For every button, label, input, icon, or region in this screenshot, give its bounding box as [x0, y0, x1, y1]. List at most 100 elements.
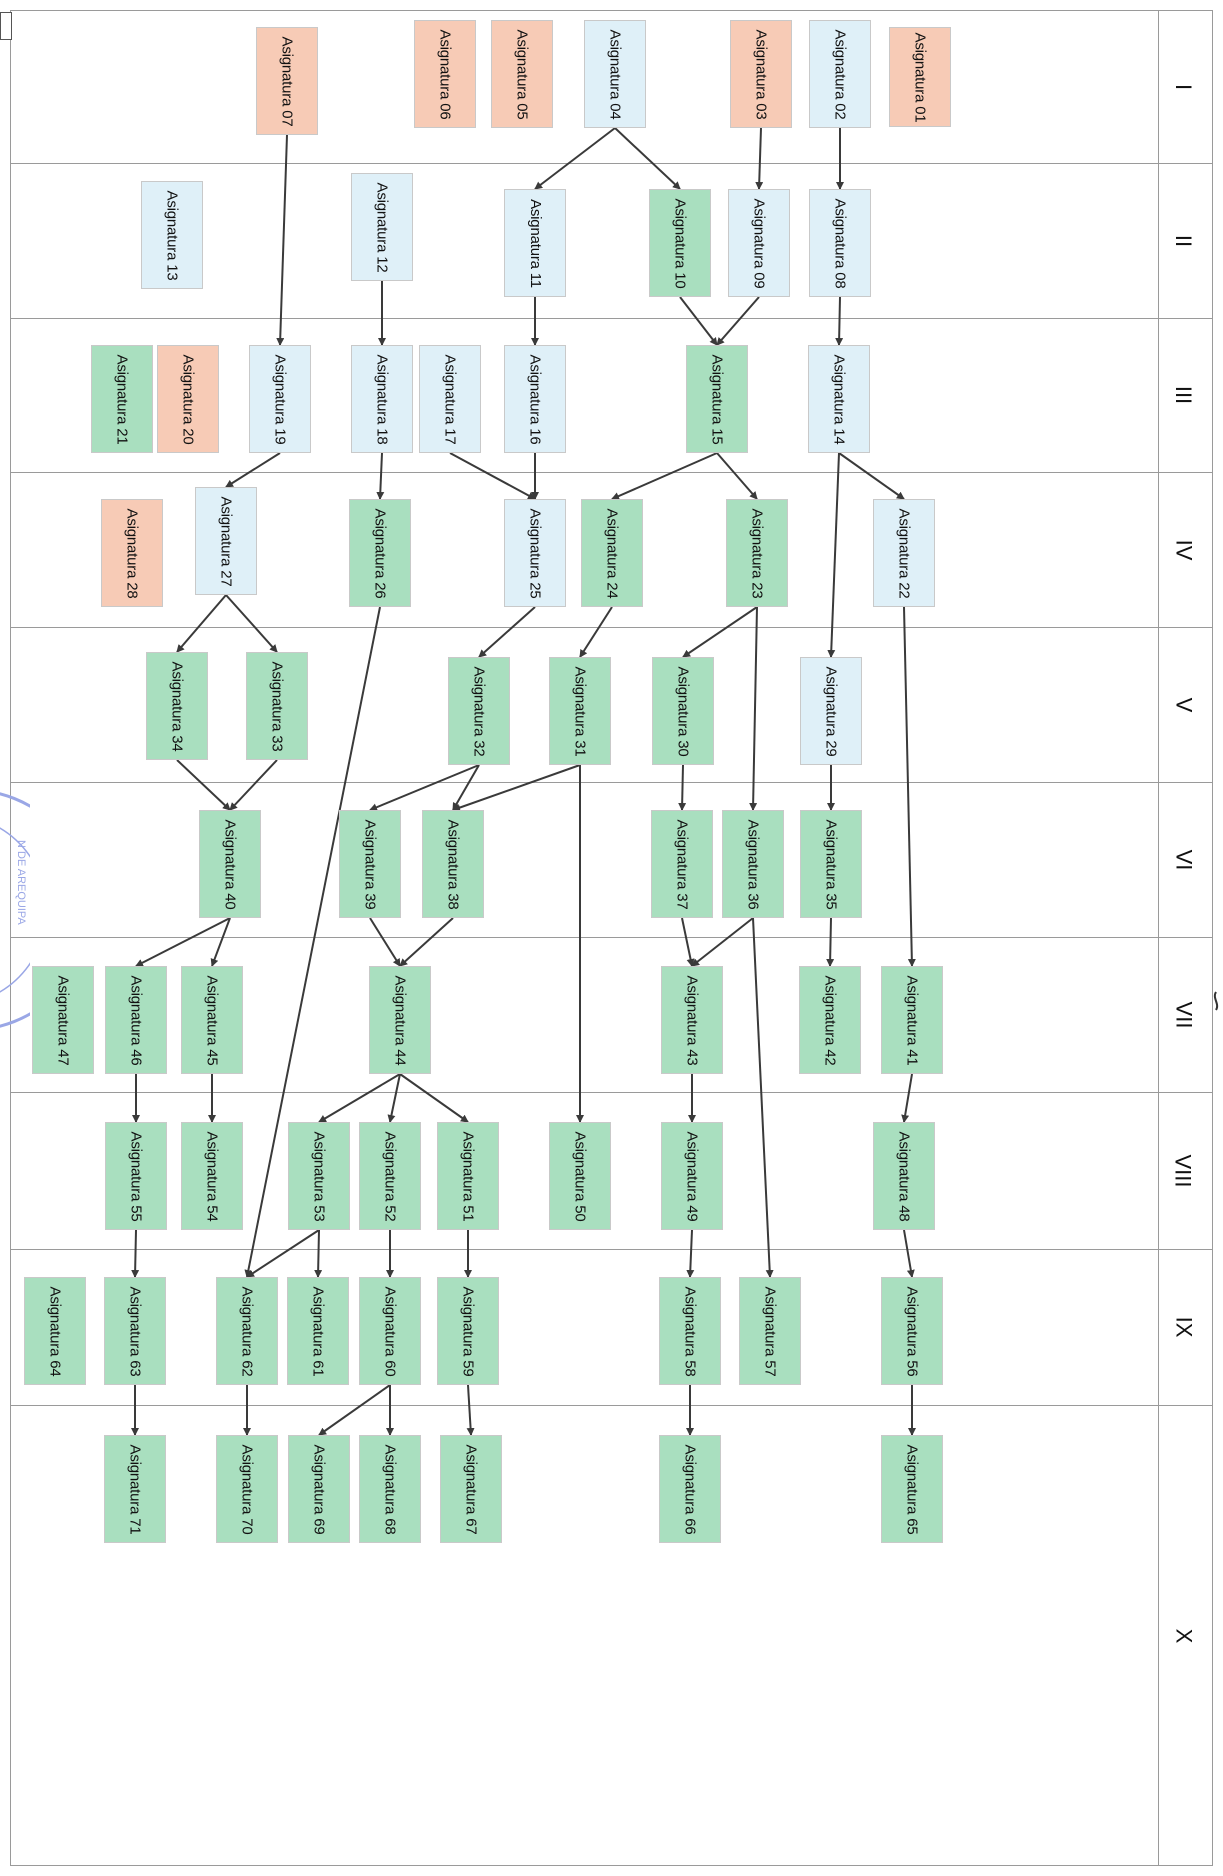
arrow-48-to-56 — [903, 1229, 915, 1278]
subject-label: Asignatura 22 — [895, 508, 913, 598]
arrow-32-to-39 — [369, 764, 480, 812]
subject-box-36: Asignatura 36 — [722, 810, 784, 918]
subject-box-23: Asignatura 23 — [726, 499, 788, 607]
subject-label: Asignatura 04 — [606, 29, 624, 119]
subject-box-03: Asignatura 03 — [730, 20, 792, 128]
subject-label: Asignatura 15 — [708, 354, 726, 444]
arrow-36-to-57 — [752, 917, 774, 1278]
subject-label: Asignatura 49 — [683, 1131, 701, 1221]
arrow-18-to-26 — [376, 452, 385, 500]
arrow-30-to-37 — [678, 764, 687, 811]
semester-divider — [10, 937, 1213, 938]
subject-label: Asignatura 05 — [513, 29, 531, 119]
arrow-55-to-63 — [131, 1229, 140, 1278]
subject-box-13: Asignatura 13 — [141, 181, 203, 289]
semester-divider — [10, 318, 1213, 319]
arrow-24-to-31 — [579, 606, 613, 658]
subject-box-45: Asignatura 45 — [181, 966, 243, 1074]
subject-box-66: Asignatura 66 — [659, 1435, 721, 1543]
subject-box-20: Asignatura 20 — [157, 345, 219, 453]
subject-label: Asignatura 02 — [831, 29, 849, 119]
arrow-60-to-69 — [318, 1384, 391, 1436]
arrow-19-to-27 — [225, 452, 281, 488]
arrow-04-to-11 — [534, 127, 616, 190]
stamp-text: N DE AREQUIPA — [15, 840, 27, 925]
subject-box-61: Asignatura 61 — [287, 1277, 349, 1385]
arrow-37-to-43 — [681, 917, 695, 967]
subject-box-05: Asignatura 05 — [491, 20, 553, 128]
subject-label: Asignatura 24 — [603, 508, 621, 598]
subject-label: Asignatura 08 — [831, 198, 849, 288]
subject-box-15: Asignatura 15 — [686, 345, 748, 453]
subject-box-37: Asignatura 37 — [651, 810, 713, 918]
subject-box-11: Asignatura 11 — [504, 189, 566, 297]
subject-label: Asignatura 53 — [310, 1131, 328, 1221]
arrow-23-to-30 — [682, 606, 758, 658]
subject-box-07: Asignatura 07 — [256, 27, 318, 135]
subject-label: Asignatura 35 — [822, 819, 840, 909]
subject-label: Asignatura 20 — [179, 354, 197, 444]
subject-box-02: Asignatura 02 — [809, 20, 871, 128]
subject-box-44: Asignatura 44 — [369, 966, 431, 1074]
subject-label: Asignatura 11 — [526, 198, 544, 288]
arrow-27-to-34 — [176, 594, 227, 653]
subject-label: Asignatura 50 — [571, 1131, 589, 1221]
subject-box-38: Asignatura 38 — [422, 810, 484, 918]
arrow-25-to-32 — [478, 606, 536, 658]
subject-label: Asignatura 57 — [761, 1286, 779, 1376]
subject-box-48: Asignatura 48 — [873, 1122, 935, 1230]
semester-divider — [10, 1405, 1213, 1406]
subject-box-29: Asignatura 29 — [800, 657, 862, 765]
subject-box-51: Asignatura 51 — [437, 1122, 499, 1230]
subject-box-68: Asignatura 68 — [359, 1435, 421, 1543]
subject-box-47: Asignatura 47 — [32, 966, 94, 1074]
subject-label: Asignatura 41 — [903, 975, 921, 1065]
arrow-53-to-61 — [314, 1229, 323, 1278]
subject-box-16: Asignatura 16 — [504, 345, 566, 453]
subject-box-62: Asignatura 62 — [216, 1277, 278, 1385]
semester-divider — [10, 472, 1213, 473]
subject-label: Asignatura 71 — [126, 1444, 144, 1534]
subject-label: Asignatura 61 — [309, 1286, 327, 1376]
subject-label: Asignatura 27 — [217, 496, 235, 586]
subject-box-10: Asignatura 10 — [649, 189, 711, 297]
semester-divider — [10, 782, 1213, 783]
subject-box-31: Asignatura 31 — [549, 657, 611, 765]
stray-pen-mark — [1213, 991, 1219, 1011]
subject-label: Asignatura 70 — [238, 1444, 256, 1534]
semester-divider — [10, 1092, 1213, 1093]
subject-label: Asignatura 51 — [459, 1131, 477, 1221]
subject-box-59: Asignatura 59 — [437, 1277, 499, 1385]
arrow-15-to-23 — [716, 452, 758, 500]
subject-box-55: Asignatura 55 — [105, 1122, 167, 1230]
arrow-17-to-25 — [449, 452, 536, 500]
subject-label: Asignatura 60 — [381, 1286, 399, 1376]
subject-label: Asignatura 17 — [441, 354, 459, 444]
subject-box-67: Asignatura 67 — [440, 1435, 502, 1543]
subject-box-43: Asignatura 43 — [661, 966, 723, 1074]
arrow-38-to-44 — [399, 917, 454, 967]
semester-divider — [10, 163, 1213, 164]
subject-box-21: Asignatura 21 — [91, 345, 153, 453]
subject-box-28: Asignatura 28 — [101, 499, 163, 607]
subject-box-26: Asignatura 26 — [349, 499, 411, 607]
subject-box-57: Asignatura 57 — [739, 1277, 801, 1385]
subject-label: Asignatura 48 — [895, 1131, 913, 1221]
subject-label: Asignatura 64 — [46, 1286, 64, 1376]
subject-label: Asignatura 33 — [268, 661, 286, 751]
arrow-35-to-42 — [826, 917, 835, 967]
subject-label: Asignatura 58 — [681, 1286, 699, 1376]
subject-box-39: Asignatura 39 — [339, 810, 401, 918]
arrow-14-to-29 — [827, 452, 840, 658]
subject-box-35: Asignatura 35 — [800, 810, 862, 918]
subject-label: Asignatura 54 — [203, 1131, 221, 1221]
subject-box-71: Asignatura 71 — [104, 1435, 166, 1543]
subject-box-08: Asignatura 08 — [809, 189, 871, 297]
arrow-07-to-19 — [276, 134, 288, 346]
subject-box-65: Asignatura 65 — [881, 1435, 943, 1543]
arrow-40-to-45 — [210, 917, 231, 967]
subject-label: Asignatura 29 — [822, 666, 840, 756]
subject-label: Asignatura 46 — [127, 975, 145, 1065]
arrow-53-to-62 — [246, 1229, 320, 1278]
subject-box-52: Asignatura 52 — [359, 1122, 421, 1230]
